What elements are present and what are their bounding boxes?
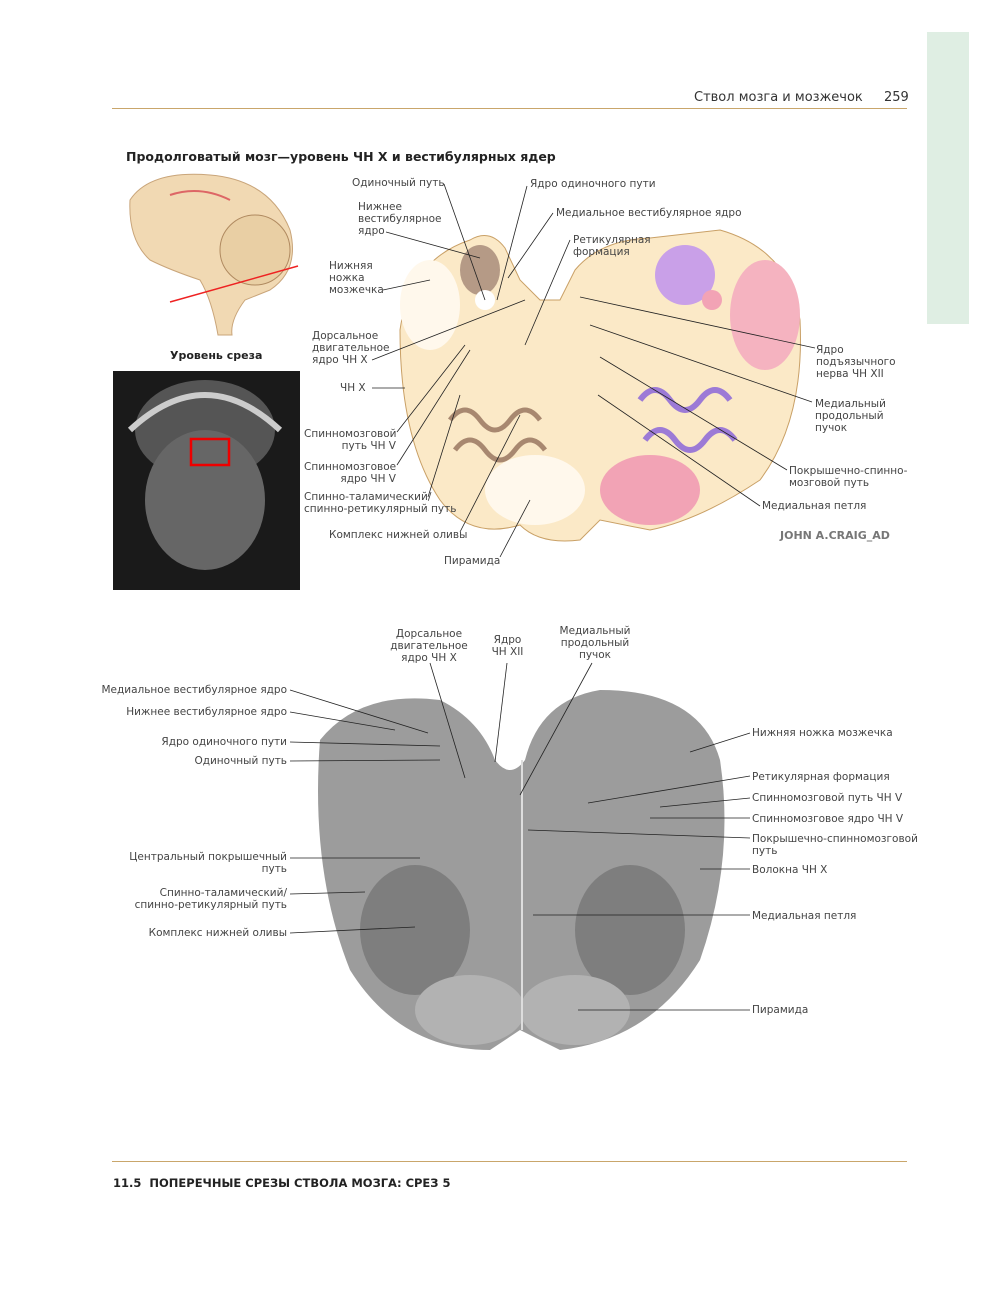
figure-caption: 11.5 ПОПЕРЕЧНЫЕ СРЕЗЫ СТВОЛА МОЗГА: СРЕЗ…: [113, 1176, 451, 1190]
hist-label-medial-vestibular: Медиальное вестибулярное ядро: [101, 684, 287, 696]
hist-label-inferior-vestibular: Нижнее вестибулярное ядро: [126, 706, 287, 718]
sagittal-brain-illustration: [129, 173, 299, 336]
hist-label-reticular: Ретикулярная формация: [752, 771, 890, 783]
hist-label-spinal-nucleus-v: Спинномозговое ядро ЧН V: [752, 813, 904, 825]
figure-title: Продолговатый мозг—уровень ЧН X и вестиб…: [126, 149, 556, 164]
hist-label-spinothalamic: Спинно-таламический/спинно-ретикулярный …: [134, 887, 287, 911]
label-medial-lemniscus: Медиальная петля: [762, 500, 867, 512]
medulla-cross-section: [399, 229, 801, 542]
label-cn10: ЧН X: [340, 382, 366, 394]
running-header: Ствол мозга и мозжечок: [694, 90, 863, 105]
chapter-tab: [927, 32, 969, 324]
hist-label-inferior-olive: Комплекс нижней оливы: [148, 927, 287, 939]
label-solitary-tract: Одиночный путь: [352, 177, 445, 189]
label-medial-vestibular: Медиальное вестибулярное ядро: [556, 207, 742, 219]
hist-label-spinal-tract-v: Спинномозговой путь ЧН V: [752, 792, 903, 804]
hist-label-inferior-peduncle: Нижняя ножка мозжечка: [752, 727, 893, 739]
hist-label-solitary-tract: Одиночный путь: [194, 755, 287, 767]
hist-label-medial-lemniscus: Медиальная петля: [752, 910, 857, 922]
top-leader-lines: [371, 183, 816, 558]
slice-level-label: Уровень среза: [170, 349, 263, 362]
label-tectospinal: Покрышечно-спинно-мозговой путь: [789, 465, 908, 489]
hist-label-cn10-fibers: Волокна ЧН X: [752, 864, 828, 876]
bottom-leader-lines: [289, 662, 751, 1011]
label-spinothalamic: Спинно-таламический/спинно-ретикулярный …: [304, 491, 457, 515]
artist-signature: JOHN A.CRAIG_AD: [780, 529, 890, 542]
label-inferior-olive: Комплекс нижней оливы: [329, 529, 468, 541]
mri-highlight-box: [189, 437, 231, 467]
hist-label-solitary-nucleus: Ядро одиночного пути: [161, 736, 287, 748]
histology-section: [318, 690, 725, 1050]
hist-label-pyramid: Пирамида: [752, 1004, 809, 1016]
slice-line: [169, 265, 299, 303]
label-solitary-nucleus: Ядро одиночного пути: [530, 178, 656, 190]
page-number: 259: [884, 90, 909, 105]
footer-rule: [112, 1161, 907, 1162]
label-pyramid: Пирамида: [444, 555, 501, 567]
header-rule: [112, 108, 907, 109]
